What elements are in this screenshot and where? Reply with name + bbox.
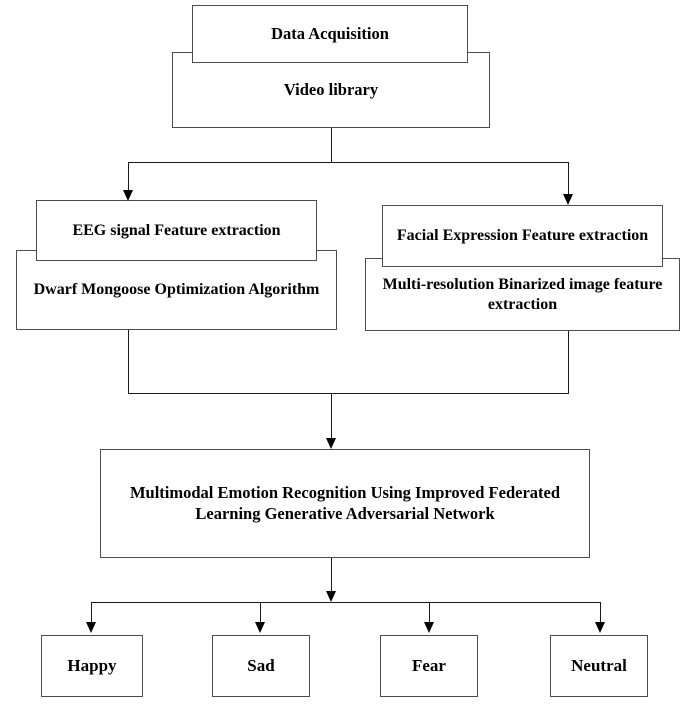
node-output-sad[interactable]: Sad [212,635,310,697]
node-output-sad-label: Sad [247,656,275,676]
connector-video-to-split [331,128,332,162]
node-eeg-feature-label: EEG signal Feature extraction [72,221,281,239]
node-dwarf-mongoose-optimization[interactable]: Dwarf Mongoose Optimization Algorithm [16,250,337,330]
arrowhead-to-eeg [123,190,133,201]
arrowhead-to-facial [563,194,573,205]
connector-output-bar [91,602,601,603]
connector-output-drop-neutral [600,602,601,624]
node-multi-resolution-label: Multi-resolution Binarized image feature… [382,275,663,313]
node-video-library[interactable]: Video library [172,52,490,128]
node-eeg-feature-extraction[interactable]: EEG signal Feature extraction [36,200,317,261]
connector-output-drop-sad [260,602,261,624]
arrowhead-to-output-sad [255,622,265,633]
node-output-happy[interactable]: Happy [41,635,143,697]
arrowhead-to-output-happy [86,622,96,633]
connector-fusion-to-outputs [331,558,332,594]
node-facial-expression-feature[interactable]: Facial Expression Feature extraction [382,205,663,267]
connector-split-right [568,162,569,195]
node-output-fear[interactable]: Fear [380,635,478,697]
node-data-acquisition-label: Data Acquisition [271,23,389,43]
connector-merge-right [568,331,569,393]
node-fusion-model[interactable]: Multimodal Emotion Recognition Using Imp… [100,449,590,558]
node-output-happy-label: Happy [67,656,117,676]
connector-merge-to-fusion [331,393,332,440]
arrowhead-to-output-bar [326,591,336,602]
arrowhead-to-fusion [326,438,336,449]
node-multi-resolution-binarized[interactable]: Multi-resolution Binarized image feature… [365,258,680,331]
node-data-acquisition[interactable]: Data Acquisition [192,5,468,63]
connector-merge-left [128,330,129,393]
node-video-library-label: Video library [283,79,379,99]
arrowhead-to-output-neutral [595,622,605,633]
connector-split-bar [128,162,569,163]
node-output-fear-label: Fear [412,656,446,676]
connector-output-drop-happy [91,602,92,624]
arrowhead-to-output-fear [424,622,434,633]
node-facial-expression-label: Facial Expression Feature extraction [396,227,649,244]
node-dwarf-mongoose-label: Dwarf Mongoose Optimization Algorithm [33,281,320,298]
node-output-neutral-label: Neutral [571,656,627,676]
node-fusion-model-label: Multimodal Emotion Recognition Using Imp… [129,482,561,523]
connector-output-drop-fear [429,602,430,624]
node-output-neutral[interactable]: Neutral [550,635,648,697]
connector-merge-bar [128,393,569,394]
connector-split-left [128,162,129,192]
